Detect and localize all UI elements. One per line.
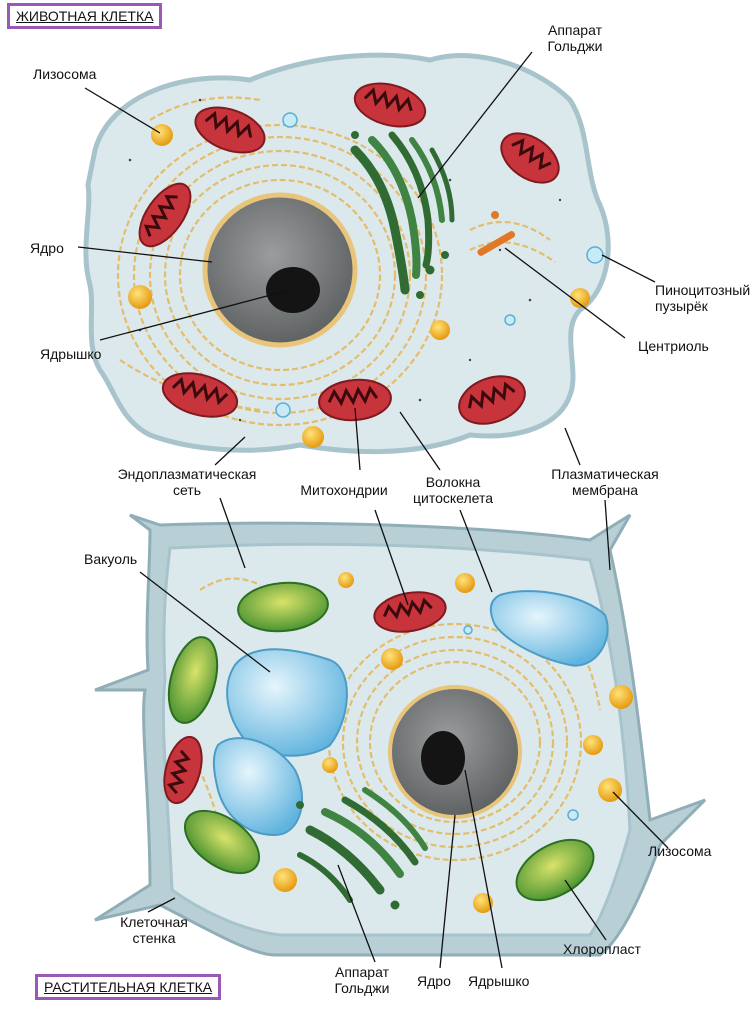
label-animal-nucleolus: Ядрышко xyxy=(40,346,102,362)
label-animal-plasma-membrane: Плазматическая мембрана xyxy=(530,466,680,498)
animal-cell-title: ЖИВОТНАЯ КЛЕТКА xyxy=(7,3,163,29)
label-plant-cell-wall: Клеточная стенка xyxy=(104,914,204,946)
label-animal-golgi-line2: Гольджи xyxy=(547,38,603,54)
animal-cell-title-text: ЖИВОТНАЯ КЛЕТКА xyxy=(16,8,154,24)
label-plant-nucleolus: Ядрышко xyxy=(468,973,530,989)
label-animal-lysosome: Лизосома xyxy=(33,66,97,82)
animal-mitochondria xyxy=(138,82,560,425)
animal-golgi xyxy=(350,131,455,299)
label-animal-membrane-line1: Плазматическая xyxy=(551,466,659,482)
label-animal-golgi: Аппарат Гольджи xyxy=(535,22,615,54)
plant-mitochondria xyxy=(163,591,447,805)
plant-lysosomes xyxy=(273,572,633,913)
label-animal-pinocytic-vesicle: Пиноцитозный пузырёк xyxy=(655,282,756,314)
animal-centriole xyxy=(477,211,516,256)
label-animal-er-line2: сеть xyxy=(172,482,202,498)
animal-pinocytic-vesicles xyxy=(275,112,604,418)
plant-cell-title: РАСТИТЕЛЬНАЯ КЛЕТКА xyxy=(35,974,222,1000)
label-animal-golgi-line1: Аппарат xyxy=(548,22,602,38)
label-plant-golgi: Аппарат Гольджи xyxy=(322,964,402,996)
label-animal-pinocytic-line1: Пиноцитозный xyxy=(655,282,751,298)
label-animal-cytoskeleton-line2: цитоскелета xyxy=(412,490,493,506)
label-animal-er-line1: Эндоплазматическая xyxy=(117,466,257,482)
plant-vacuoles xyxy=(212,590,609,837)
animal-er xyxy=(116,96,556,427)
plant-vesicles xyxy=(463,625,579,821)
label-plant-golgi-line1: Аппарат xyxy=(335,964,389,980)
label-plant-lysosome: Лизосома xyxy=(648,843,712,859)
label-animal-centriole: Центриоль xyxy=(638,338,709,354)
animal-lysosomes xyxy=(128,124,590,448)
plant-chloroplasts xyxy=(167,581,595,902)
label-animal-pinocytic-line2: пузырёк xyxy=(655,298,708,314)
label-plant-nucleus: Ядро xyxy=(417,973,451,989)
label-plant-golgi-line2: Гольджи xyxy=(334,980,390,996)
plant-cell-title-text: РАСТИТЕЛЬНАЯ КЛЕТКА xyxy=(44,979,213,995)
label-plant-chloroplast: Хлоропласт xyxy=(563,941,641,957)
label-plant-cell-wall-line2: стенка xyxy=(132,930,176,946)
label-animal-er: Эндоплазматическая сеть xyxy=(92,466,282,498)
animal-nucleolus xyxy=(266,267,320,313)
leader-lines xyxy=(77,51,669,969)
label-animal-cytoskeleton-line1: Волокна xyxy=(425,474,481,490)
animal-cell xyxy=(83,52,611,455)
plant-golgi xyxy=(296,787,428,910)
plant-cell xyxy=(94,513,707,957)
plant-nucleolus xyxy=(421,731,465,785)
label-animal-cytoskeleton: Волокна цитоскелета xyxy=(398,474,508,506)
label-animal-membrane-line2: мембрана xyxy=(572,482,638,498)
label-animal-nucleus: Ядро xyxy=(30,240,64,256)
label-plant-vacuole: Вакуоль xyxy=(84,551,138,567)
label-plant-cell-wall-line1: Клеточная xyxy=(120,914,188,930)
label-animal-mitochondria: Митохондрии xyxy=(300,482,388,498)
